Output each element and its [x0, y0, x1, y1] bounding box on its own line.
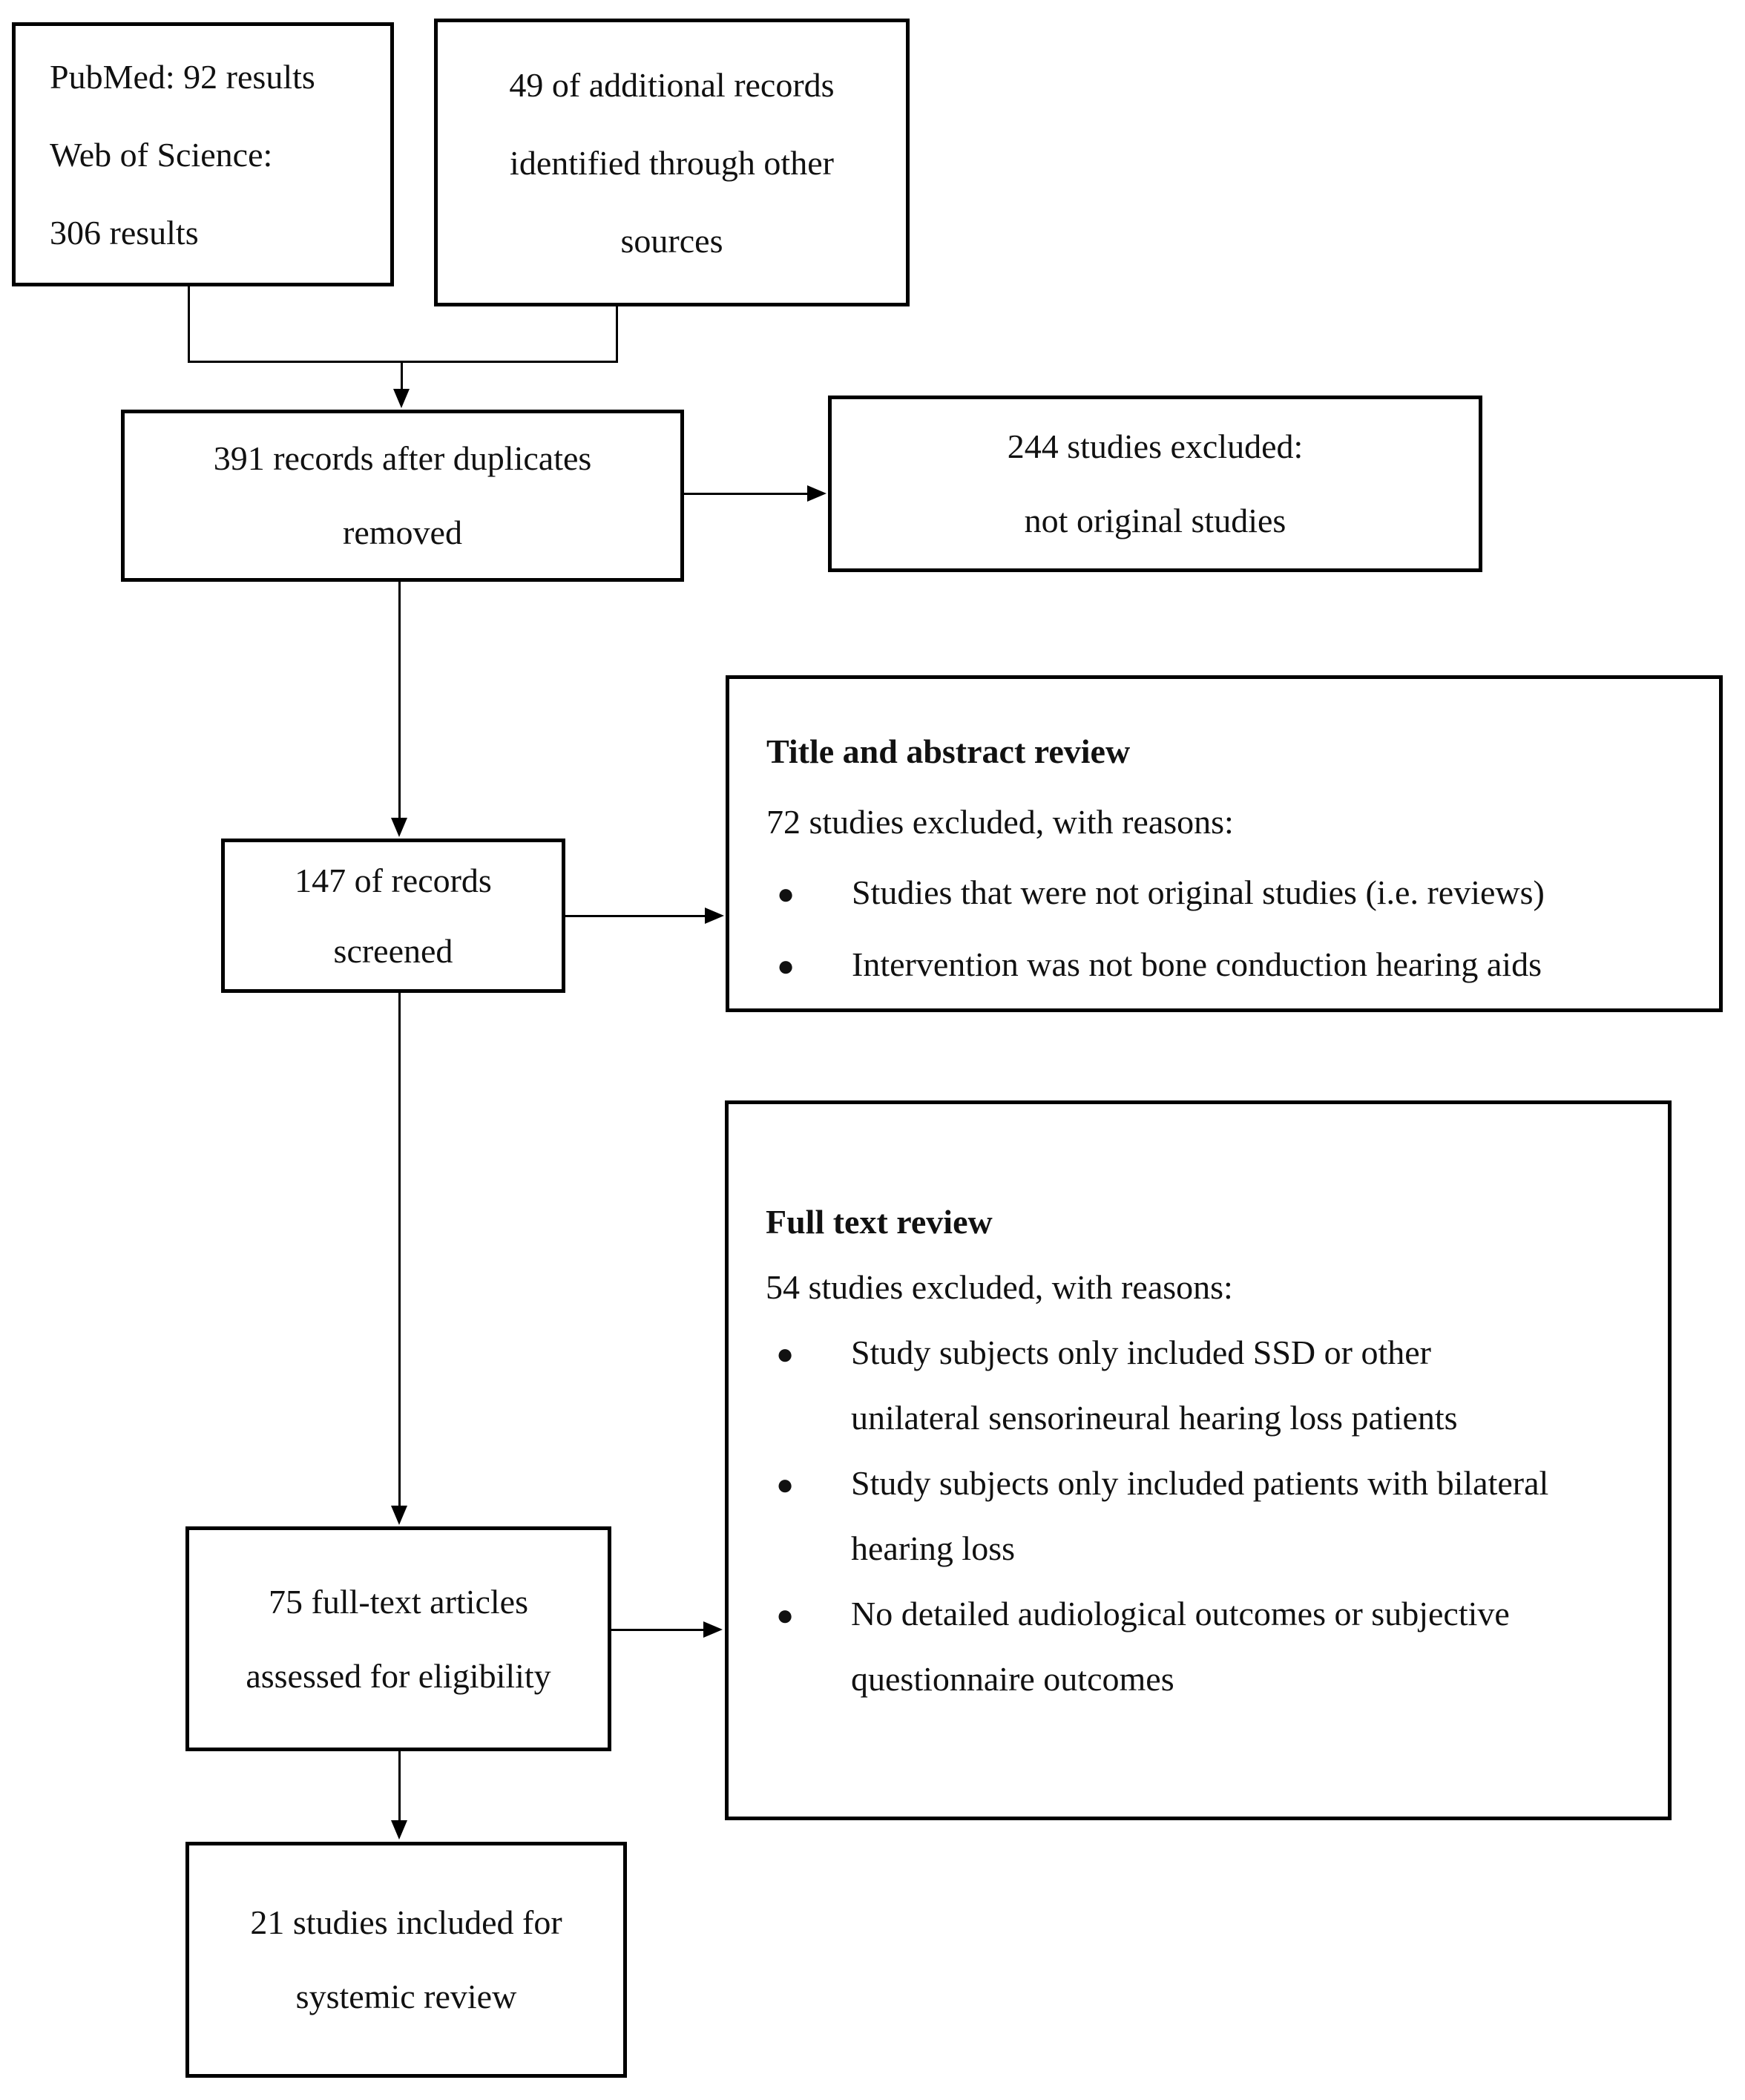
bullet-icon: ● — [776, 1468, 795, 1501]
full-text-bullet-3-line-2: questionnaire outcomes — [851, 1660, 1174, 1698]
connector-assessed-to-included — [398, 1751, 401, 1822]
box-records-after-duplicates: 391 records after duplicates removed — [121, 410, 684, 582]
title-abstract-bullet-1: ● Studies that were not original studies… — [766, 857, 1697, 929]
box-records-screened: 147 of records screened — [221, 839, 565, 993]
assessed-line-2: assessed for eligibility — [246, 1656, 551, 1695]
source-line-wos-count: 306 results — [50, 213, 199, 252]
dedup-line-2: removed — [343, 513, 462, 551]
full-text-bullet-3-line-1: No detailed audiological outcomes or sub… — [851, 1595, 1510, 1633]
connector-assessed-to-full-text-review — [611, 1629, 703, 1631]
full-text-bullet-1: ● Study subjects only included SSD or ot… — [766, 1320, 1646, 1451]
title-abstract-bullet-2: ● Intervention was not bone conduction h… — [766, 929, 1697, 1001]
full-text-bullet-3-text: No detailed audiological outcomes or sub… — [851, 1581, 1646, 1712]
title-abstract-review-subtitle: 72 studies excluded, with reasons: — [766, 803, 1234, 841]
connector-dedup-to-excluded — [684, 493, 807, 495]
box-fulltext-assessed: 75 full-text articles assessed for eligi… — [185, 1526, 611, 1751]
additional-line-3: sources — [620, 221, 723, 260]
arrowhead-into-assessed — [391, 1506, 407, 1525]
full-text-bullet-2-line-1: Study subjects only included patients wi… — [851, 1464, 1549, 1502]
arrowhead-into-screened — [391, 818, 407, 837]
title-abstract-review-title: Title and abstract review — [766, 732, 1131, 770]
arrowhead-into-dedup — [393, 389, 410, 408]
assessed-line-1: 75 full-text articles — [269, 1582, 528, 1621]
screened-line-2: screened — [333, 932, 453, 970]
full-text-bullet-2-line-2: hearing loss — [851, 1529, 1016, 1567]
included-line-1: 21 studies included for — [250, 1903, 562, 1941]
screened-line-1: 147 of records — [295, 862, 492, 899]
arrowhead-into-title-abstract-review — [705, 908, 724, 924]
bullet-icon: ● — [776, 1598, 795, 1632]
full-text-review-title: Full text review — [766, 1203, 993, 1241]
full-text-bullet-3: ● No detailed audiological outcomes or s… — [766, 1581, 1646, 1712]
connector-screened-to-assessed — [398, 992, 401, 1506]
arrowhead-into-included — [391, 1820, 407, 1840]
connector-additional-down — [616, 306, 618, 363]
box-studies-excluded-not-original: 244 studies excluded: not original studi… — [828, 396, 1482, 572]
box-database-sources: PubMed: 92 results Web of Science: 306 r… — [12, 22, 394, 286]
box-title-abstract-review: Title and abstract review 72 studies exc… — [726, 675, 1723, 1012]
full-text-bullet-1-line-1: Study subjects only included SSD or othe… — [851, 1333, 1431, 1371]
connector-sources-down — [188, 286, 190, 363]
additional-line-1: 49 of additional records — [509, 65, 835, 104]
bullet-icon: ● — [777, 877, 795, 910]
title-abstract-bullet-1-text: Studies that were not original studies (… — [852, 873, 1545, 911]
connector-merge-down — [401, 361, 403, 390]
dedup-line-1: 391 records after duplicates — [213, 439, 592, 477]
bullet-icon: ● — [776, 1337, 795, 1371]
full-text-bullet-2: ● Study subjects only included patients … — [766, 1451, 1646, 1581]
excluded-line-2: not original studies — [1024, 502, 1286, 539]
arrowhead-into-full-text-review — [703, 1621, 723, 1638]
full-text-bullet-2-text: Study subjects only included patients wi… — [851, 1451, 1646, 1581]
connector-screened-to-review — [565, 915, 705, 917]
connector-dedup-to-screened — [398, 581, 401, 818]
full-text-bullet-1-text: Study subjects only included SSD or othe… — [851, 1320, 1646, 1451]
arrowhead-into-excluded — [807, 485, 827, 502]
bullet-icon: ● — [777, 949, 795, 982]
box-full-text-review: Full text review 54 studies excluded, wi… — [725, 1100, 1672, 1820]
title-abstract-bullet-2-text: Intervention was not bone conduction hea… — [852, 945, 1542, 983]
box-studies-included: 21 studies included for systemic review — [185, 1842, 627, 2078]
source-line-wos: Web of Science: — [50, 135, 273, 174]
box-additional-records: 49 of additional records identified thro… — [434, 19, 910, 306]
connector-merge-horizontal — [188, 361, 618, 363]
included-line-2: systemic review — [295, 1978, 517, 2015]
excluded-line-1: 244 studies excluded: — [1007, 427, 1304, 465]
full-text-bullet-1-line-2: unilateral sensorineural hearing loss pa… — [851, 1399, 1458, 1437]
source-line-pubmed: PubMed: 92 results — [50, 57, 315, 96]
additional-line-2: identified through other — [510, 143, 834, 182]
full-text-review-subtitle: 54 studies excluded, with reasons: — [766, 1268, 1233, 1306]
